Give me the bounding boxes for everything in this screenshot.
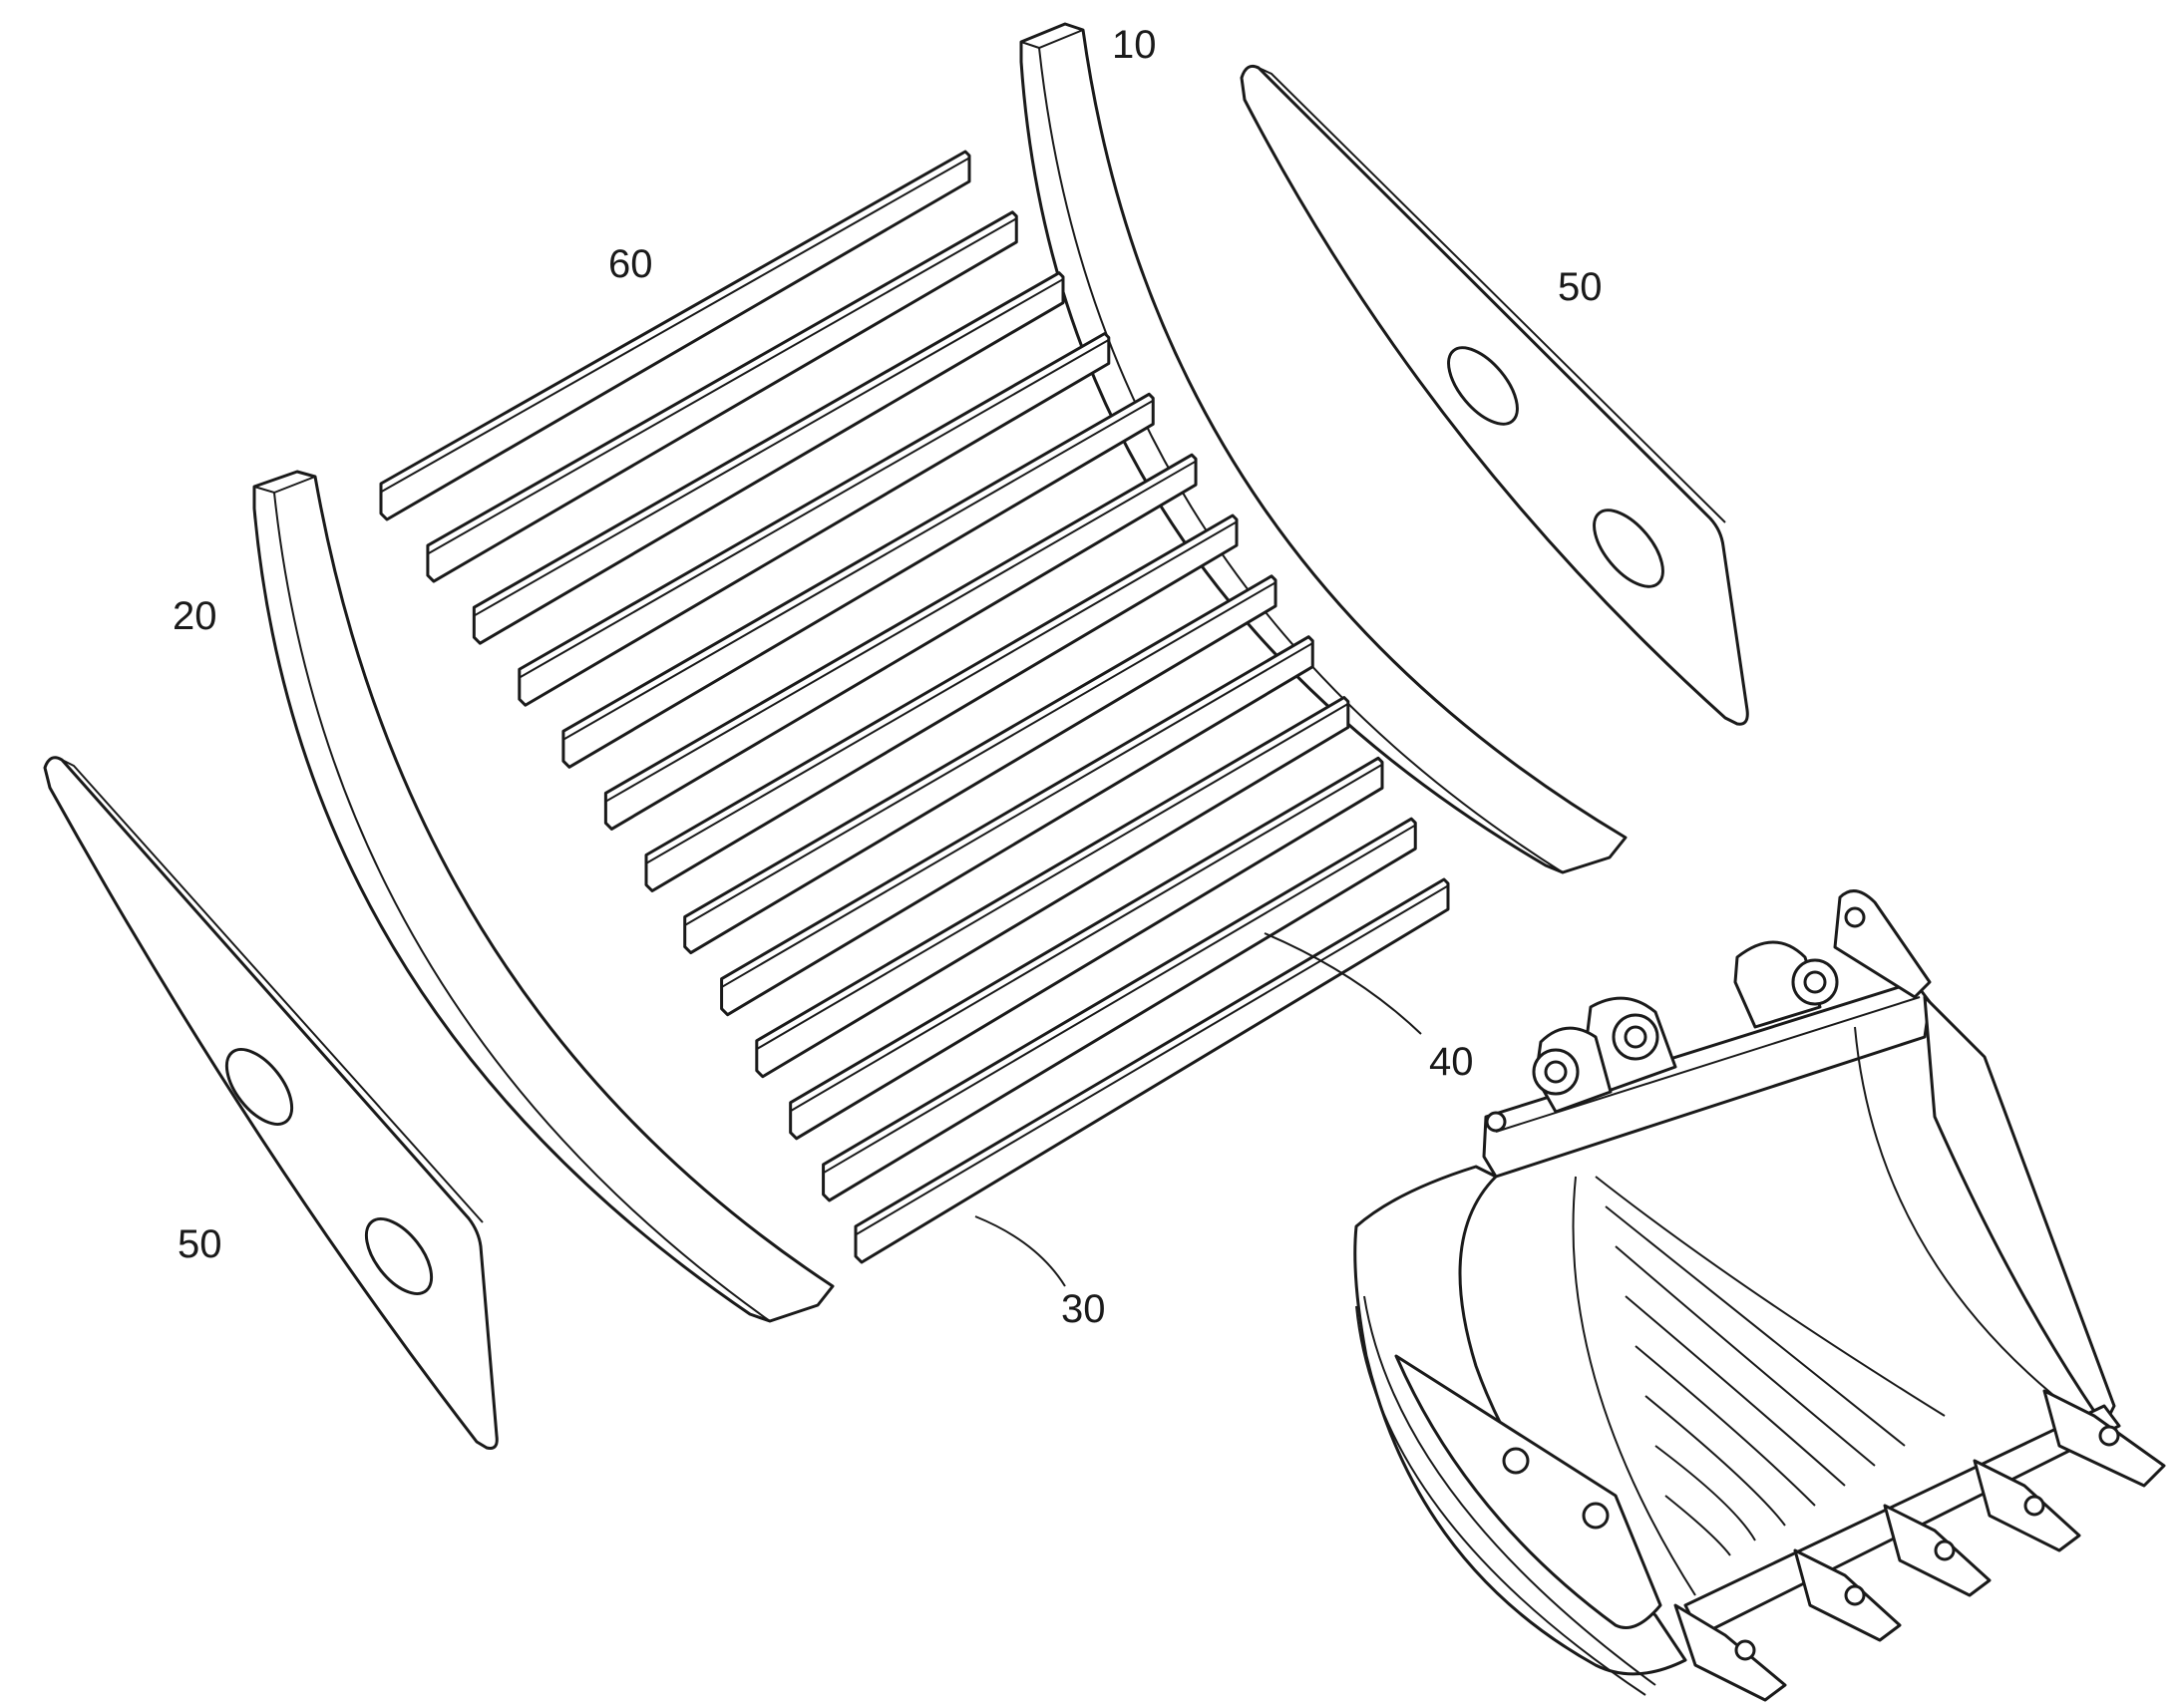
side-plate-left: [43, 756, 499, 1450]
leader-30: [974, 1215, 1066, 1287]
wear-strip: [720, 635, 1314, 1017]
wear-strip: [683, 574, 1277, 955]
side-plate-right-hole-lower: [1593, 509, 1664, 588]
wear-strip-edge: [645, 520, 1238, 864]
wear-strip-edge: [473, 278, 1064, 617]
wear-strip: [822, 817, 1417, 1202]
label-part-60: 60: [608, 242, 653, 286]
wear-strip: [789, 756, 1384, 1141]
wear-strip-edge: [380, 157, 970, 494]
label-part-40: 40: [1429, 1040, 1474, 1084]
wear-strip-edge: [855, 884, 1449, 1236]
wear-strip-edge: [519, 339, 1110, 679]
wear-strip: [603, 453, 1198, 831]
wear-strips: [379, 150, 1450, 1264]
wear-strip-edge: [823, 824, 1416, 1175]
wear-strip-edge: [427, 217, 1017, 555]
side-plate-right-hole-upper: [1447, 346, 1519, 426]
wear-strip: [426, 210, 1018, 583]
wear-strip-edge: [562, 399, 1154, 741]
label-part-30: 30: [1061, 1287, 1106, 1331]
wear-strip: [854, 877, 1450, 1264]
wear-strip-edge: [756, 703, 1349, 1051]
wear-strip: [755, 696, 1350, 1079]
wear-strip-edge: [721, 642, 1313, 988]
wear-strip-edge: [604, 460, 1197, 803]
wear-strip-edge: [790, 763, 1383, 1113]
label-part-50-right: 50: [1558, 265, 1603, 309]
label-part-20: 20: [173, 594, 217, 638]
wear-strip: [472, 271, 1065, 645]
label-part-10: 10: [1112, 23, 1157, 67]
wear-strip: [518, 332, 1111, 707]
side-plate-left-hole-upper: [224, 1048, 294, 1126]
side-plate-left-hole-lower: [364, 1217, 434, 1295]
bucket-teeth: [1673, 1389, 2166, 1702]
curved-flange-left: [252, 470, 835, 1323]
wear-strip: [644, 513, 1239, 892]
side-plate-right: [1240, 64, 1749, 726]
leader-40: [1264, 932, 1422, 1035]
wear-strip: [561, 392, 1155, 769]
label-part-50-left: 50: [178, 1222, 222, 1266]
excavator-bucket: [1353, 889, 2166, 1702]
wear-strip-edge: [684, 581, 1276, 926]
wear-strip: [379, 150, 971, 521]
